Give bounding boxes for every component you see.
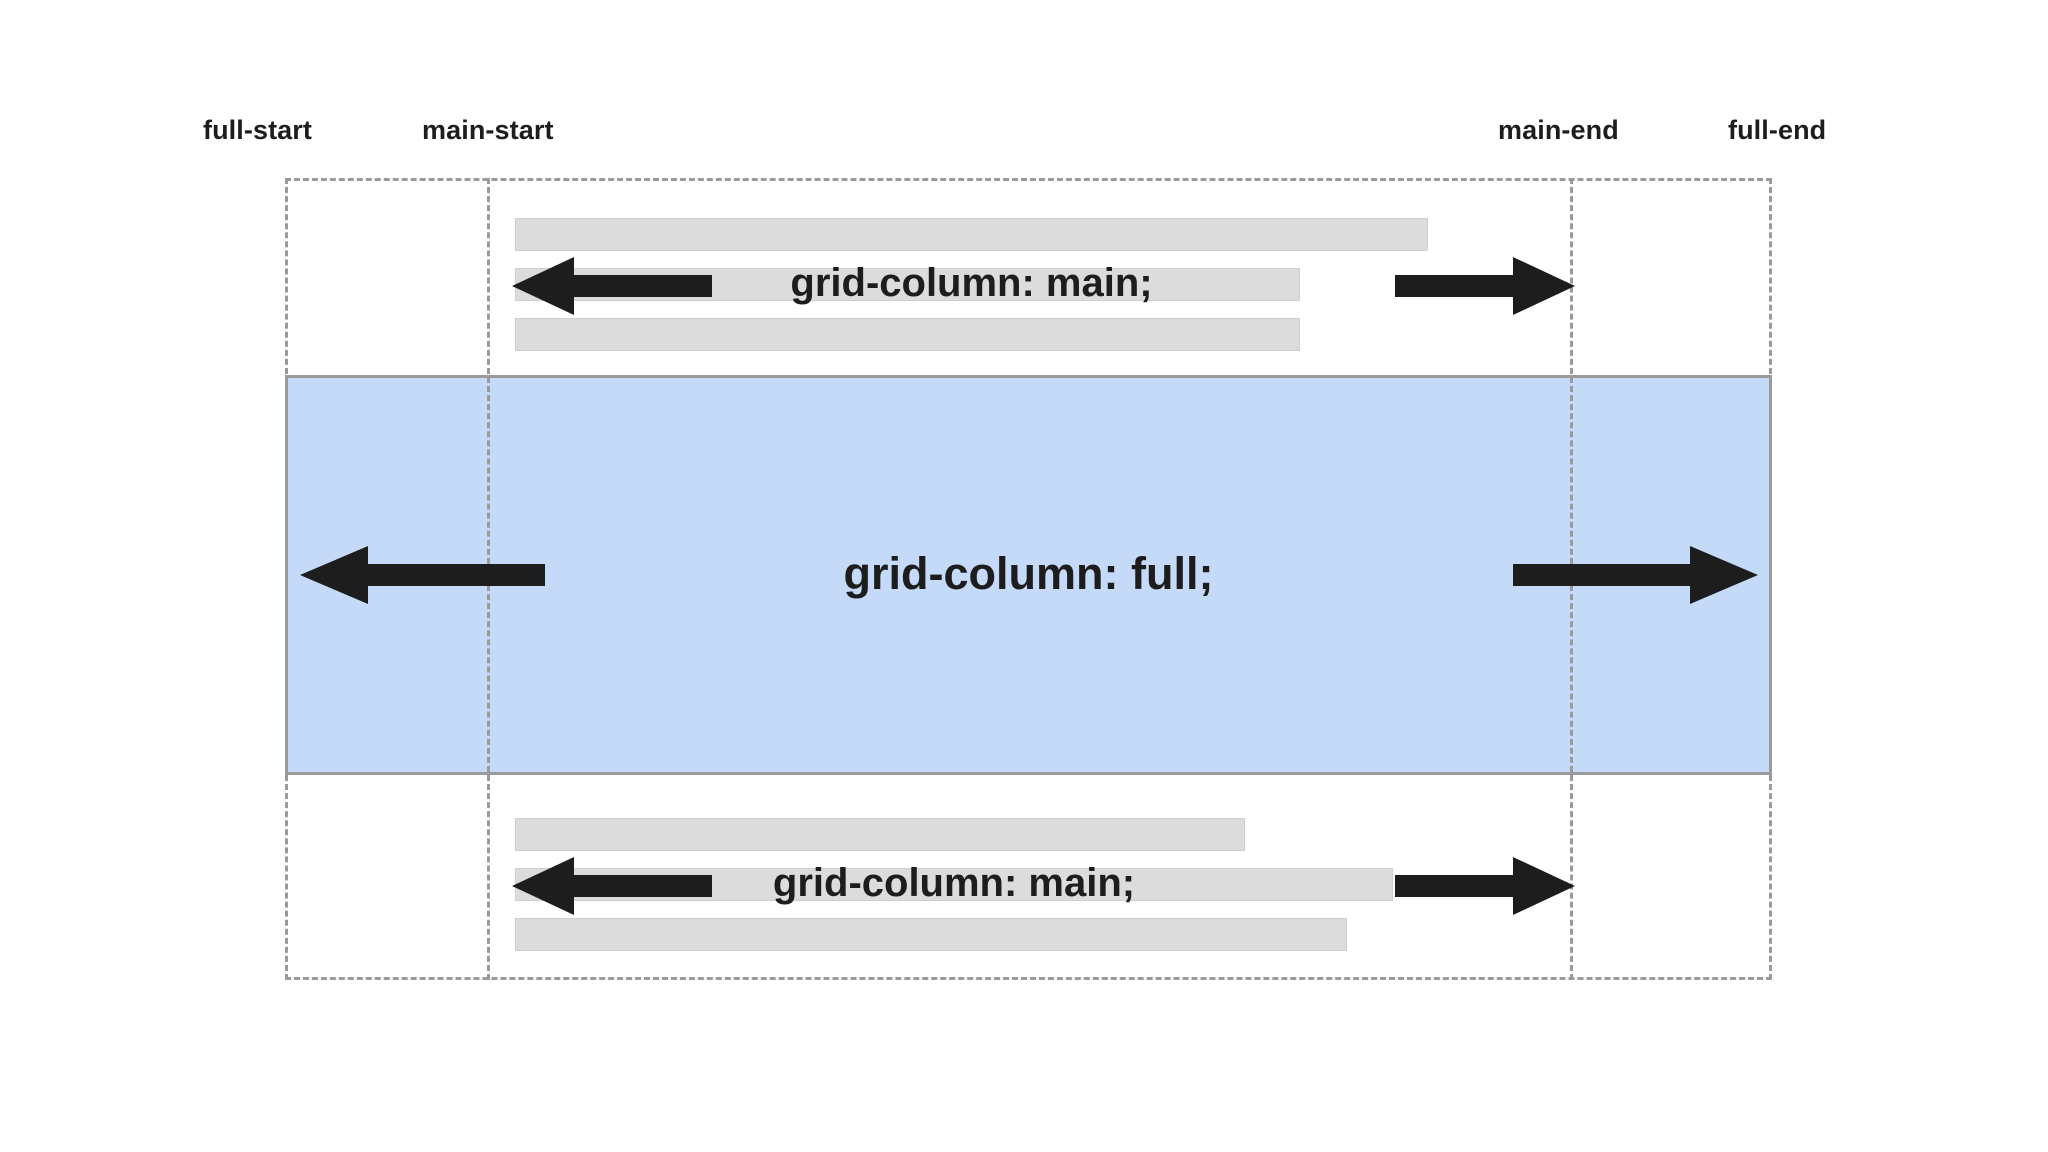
- row-caption-bottom: grid-column: main;: [772, 861, 1136, 905]
- text-bar: [515, 818, 1245, 851]
- column-label-full-start: full-start: [203, 115, 312, 145]
- text-bar: [515, 318, 1300, 351]
- column-label-full-end: full-end: [1728, 115, 1827, 145]
- column-label-main-start: main-start: [422, 115, 554, 145]
- column-label-main-end: main-end: [1498, 115, 1619, 145]
- row-caption-full: grid-column: full;: [843, 548, 1214, 599]
- text-bar: [515, 218, 1428, 251]
- row-caption-top: grid-column: main;: [790, 261, 1153, 305]
- text-bar: [515, 918, 1347, 951]
